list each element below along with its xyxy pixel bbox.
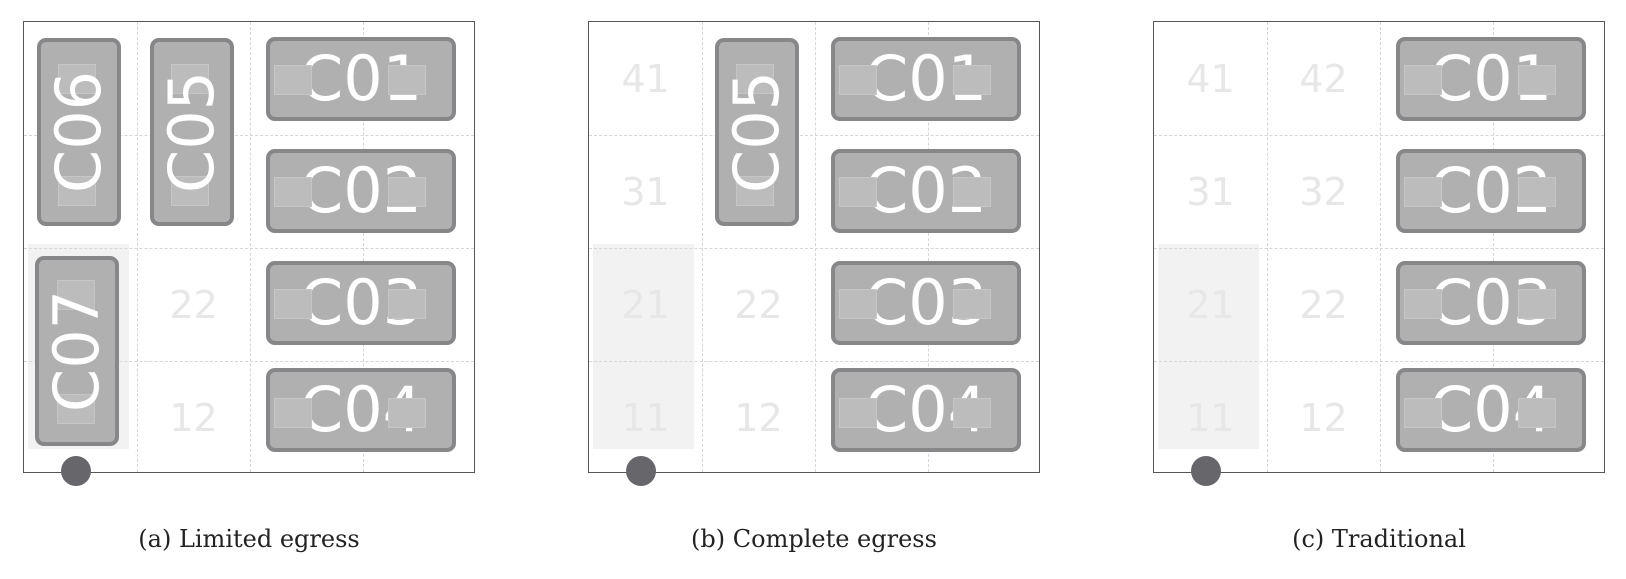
grid-line xyxy=(137,22,138,472)
container-label: C06 xyxy=(42,70,115,194)
container-slot xyxy=(274,398,312,428)
grid-line xyxy=(702,22,703,472)
container-c04: C04 xyxy=(1396,368,1586,452)
container-label: C05 xyxy=(720,70,793,194)
container-c01: C01 xyxy=(831,37,1021,121)
container-slot xyxy=(57,394,95,424)
grid-line xyxy=(589,248,1039,249)
container-label: C05 xyxy=(155,70,228,194)
caption-panel-c: (c) Traditional xyxy=(1292,525,1466,553)
container-c02: C02 xyxy=(1396,149,1586,233)
caption-panel-b: (b) Complete egress xyxy=(691,525,937,553)
grid-line xyxy=(815,22,816,472)
container-c04: C04 xyxy=(266,368,456,452)
container-c07: C07 xyxy=(35,256,119,446)
cell-number: 42 xyxy=(1299,56,1348,101)
cell-number: 12 xyxy=(734,395,783,440)
container-slot xyxy=(736,64,774,94)
cell-number: 32 xyxy=(1299,169,1348,214)
container-slot xyxy=(1404,177,1442,207)
caption-panel-a: (a) Limited egress xyxy=(138,525,360,553)
container-slot xyxy=(388,398,426,428)
cell-number: 11 xyxy=(1186,395,1235,440)
cell-number: 22 xyxy=(734,282,783,327)
entry-point-marker xyxy=(61,456,91,486)
container-slot xyxy=(1518,398,1556,428)
panel-limited-egress: 41 42 43 44 31 32 33 34 21 22 23 24 11 1… xyxy=(23,21,475,473)
grid-line xyxy=(24,361,474,362)
grid-line xyxy=(24,248,474,249)
container-c02: C02 xyxy=(266,149,456,233)
egress-zone xyxy=(1158,244,1259,449)
cell-number: 12 xyxy=(169,395,218,440)
container-slot xyxy=(388,177,426,207)
container-slot xyxy=(388,289,426,319)
container-slot xyxy=(953,398,991,428)
grid-line xyxy=(1154,361,1604,362)
grid-line xyxy=(1154,135,1604,136)
container-c06: C06 xyxy=(37,38,121,226)
container-slot xyxy=(1404,289,1442,319)
cell-number: 12 xyxy=(1299,395,1348,440)
container-slot xyxy=(1518,289,1556,319)
container-c03: C03 xyxy=(266,261,456,345)
container-c05: C05 xyxy=(715,38,799,226)
cell-number: 31 xyxy=(621,169,670,214)
grid-line xyxy=(1154,248,1604,249)
cell-number: 21 xyxy=(1186,282,1235,327)
cell-number: 11 xyxy=(621,395,670,440)
container-slot xyxy=(839,65,877,95)
container-slot xyxy=(274,65,312,95)
grid-line xyxy=(1267,22,1268,472)
cell-number: 41 xyxy=(621,56,670,101)
container-slot xyxy=(953,65,991,95)
container-slot xyxy=(388,65,426,95)
grid-line xyxy=(589,361,1039,362)
cell-number: 31 xyxy=(1186,169,1235,214)
container-slot xyxy=(1518,65,1556,95)
container-label: C07 xyxy=(40,289,113,413)
panel-complete-egress: 41 42 43 44 31 32 33 34 21 22 23 24 11 1… xyxy=(588,21,1040,473)
container-slot xyxy=(171,64,209,94)
container-c04: C04 xyxy=(831,368,1021,452)
grid-line xyxy=(928,22,929,472)
grid-line xyxy=(1493,22,1494,472)
container-slot xyxy=(953,177,991,207)
grid-line xyxy=(250,22,251,472)
cell-number: 41 xyxy=(1186,56,1235,101)
grid-line xyxy=(1380,22,1381,472)
cell-number: 21 xyxy=(621,282,670,327)
container-slot xyxy=(57,280,95,310)
container-slot xyxy=(274,177,312,207)
cell-number: 22 xyxy=(1299,282,1348,327)
container-c03: C03 xyxy=(831,261,1021,345)
container-c01: C01 xyxy=(1396,37,1586,121)
entry-point-marker xyxy=(1191,456,1221,486)
container-slot xyxy=(839,289,877,319)
container-c05: C05 xyxy=(150,38,234,226)
container-slot xyxy=(736,176,774,206)
container-slot xyxy=(953,289,991,319)
container-c03: C03 xyxy=(1396,261,1586,345)
container-slot xyxy=(274,289,312,319)
container-slot xyxy=(171,176,209,206)
panel-traditional: 41 42 43 44 31 32 33 34 21 22 23 24 11 1… xyxy=(1153,21,1605,473)
grid-line xyxy=(589,135,1039,136)
grid-line xyxy=(24,135,474,136)
container-slot xyxy=(58,176,96,206)
container-slot xyxy=(1404,65,1442,95)
entry-point-marker xyxy=(626,456,656,486)
container-slot xyxy=(1518,177,1556,207)
egress-zone xyxy=(593,244,694,449)
container-slot xyxy=(58,64,96,94)
grid-line xyxy=(363,22,364,472)
cell-number: 22 xyxy=(169,282,218,327)
container-c01: C01 xyxy=(266,37,456,121)
container-slot xyxy=(1404,398,1442,428)
container-slot xyxy=(839,398,877,428)
container-slot xyxy=(839,177,877,207)
container-c02: C02 xyxy=(831,149,1021,233)
